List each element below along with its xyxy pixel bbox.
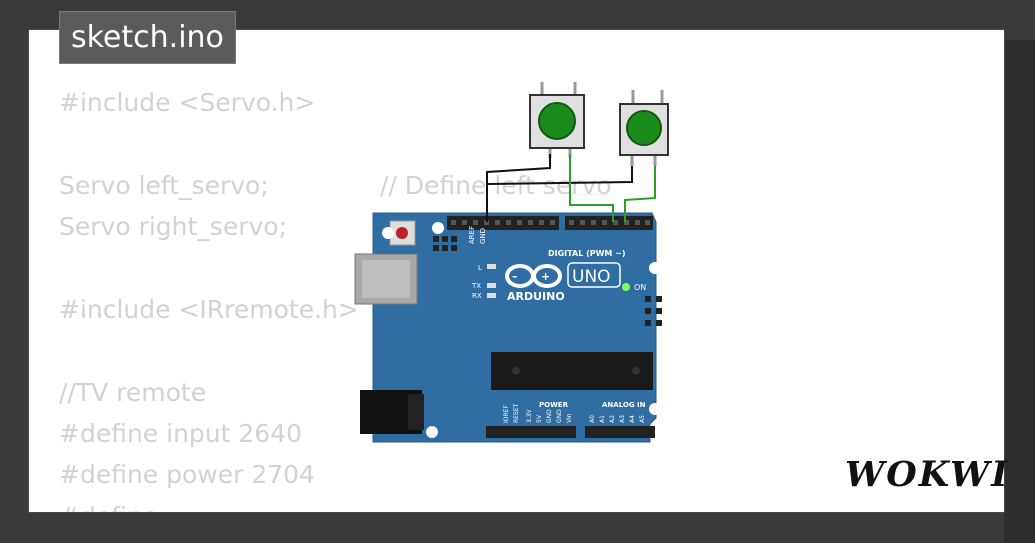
a1-label: A1 xyxy=(599,415,606,423)
sketch-title: sketch.ino xyxy=(71,20,224,55)
arduino-uno-board[interactable]: AREF GND DIGITAL (PWM ~) L TX RX – + ARD… xyxy=(354,212,662,443)
l-led-label: L xyxy=(478,264,482,272)
pushbutton-2-cap[interactable] xyxy=(626,110,662,146)
wire-button1-signal[interactable] xyxy=(569,154,614,222)
pushbutton-2[interactable] xyxy=(619,90,669,166)
wire-gnd-button2[interactable] xyxy=(486,166,633,185)
aref-label: AREF xyxy=(468,226,476,244)
svg-text:+: + xyxy=(541,270,550,283)
wire-gnd-button1[interactable] xyxy=(486,154,551,222)
board-model: UNO xyxy=(572,267,611,287)
uno-badge xyxy=(567,262,621,288)
reset-button-cap xyxy=(396,227,408,239)
digital-header-right[interactable] xyxy=(565,216,653,230)
code-line: #define power 2704 xyxy=(59,460,315,489)
gnd-label-1: GND xyxy=(546,409,553,423)
code-line: #include <Servo.h> xyxy=(59,88,316,117)
rx-led xyxy=(487,293,496,298)
a2-label: A2 xyxy=(609,415,616,423)
circuit-diagram[interactable]: AREF GND DIGITAL (PWM ~) L TX RX – + ARD… xyxy=(340,70,680,450)
power-jack-tip xyxy=(408,394,424,430)
pushbutton-1[interactable] xyxy=(529,82,585,158)
a4-label: A4 xyxy=(629,415,636,423)
analog-label: ANALOG IN xyxy=(602,401,646,409)
a3-label: A3 xyxy=(619,415,626,423)
l-led xyxy=(487,264,496,269)
on-label: ON xyxy=(634,283,646,292)
pushbutton-1-cap[interactable] xyxy=(538,102,576,140)
code-line: Servo right_servo; xyxy=(59,212,288,241)
digital-label: DIGITAL (PWM ~) xyxy=(548,249,626,258)
code-line: #define xyxy=(59,502,158,512)
wokwi-logo: WOKWI xyxy=(845,454,1010,495)
ioref-label: IOREF xyxy=(503,405,510,423)
usb-port-inner xyxy=(362,260,410,298)
power-led xyxy=(622,283,630,291)
code-line: #include <IRremote.h> xyxy=(59,295,359,324)
3v3-label: 3.3V xyxy=(526,408,533,423)
analog-header[interactable] xyxy=(585,426,655,438)
vin-label: Vin xyxy=(566,413,573,423)
a0-label: A0 xyxy=(589,415,596,423)
rx-led-label: RX xyxy=(472,292,482,300)
code-line: #define input 2640 xyxy=(59,419,302,448)
icsp-header-right xyxy=(645,296,662,326)
icsp-header-left xyxy=(433,236,457,251)
tx-led-label: TX xyxy=(471,282,481,290)
reset-label: RESET xyxy=(513,403,520,423)
wire-button2-signal[interactable] xyxy=(624,166,656,222)
board-brand: ARDUINO xyxy=(507,290,565,303)
code-line: //TV remote xyxy=(59,378,207,407)
code-line: Servo left_servo; // Define left servo xyxy=(59,171,612,200)
sketch-title-tab[interactable]: sketch.ino xyxy=(59,11,236,64)
tx-led xyxy=(487,283,496,288)
gnd-label: GND xyxy=(479,228,487,244)
mount-hole xyxy=(382,227,394,239)
5v-label: 5V xyxy=(536,414,543,423)
mount-hole xyxy=(649,403,661,415)
arduino-logo-icon: – + xyxy=(505,264,562,288)
digital-header-left[interactable] xyxy=(447,216,559,230)
gnd-label-2: GND xyxy=(556,409,563,423)
mount-hole xyxy=(649,262,661,274)
power-label: POWER xyxy=(539,401,569,409)
backdrop-shadow xyxy=(1004,40,1035,543)
power-header[interactable] xyxy=(486,426,576,438)
a5-label: A5 xyxy=(639,415,646,423)
mount-hole xyxy=(426,426,438,438)
svg-text:–: – xyxy=(512,270,518,283)
mount-hole xyxy=(432,222,444,234)
